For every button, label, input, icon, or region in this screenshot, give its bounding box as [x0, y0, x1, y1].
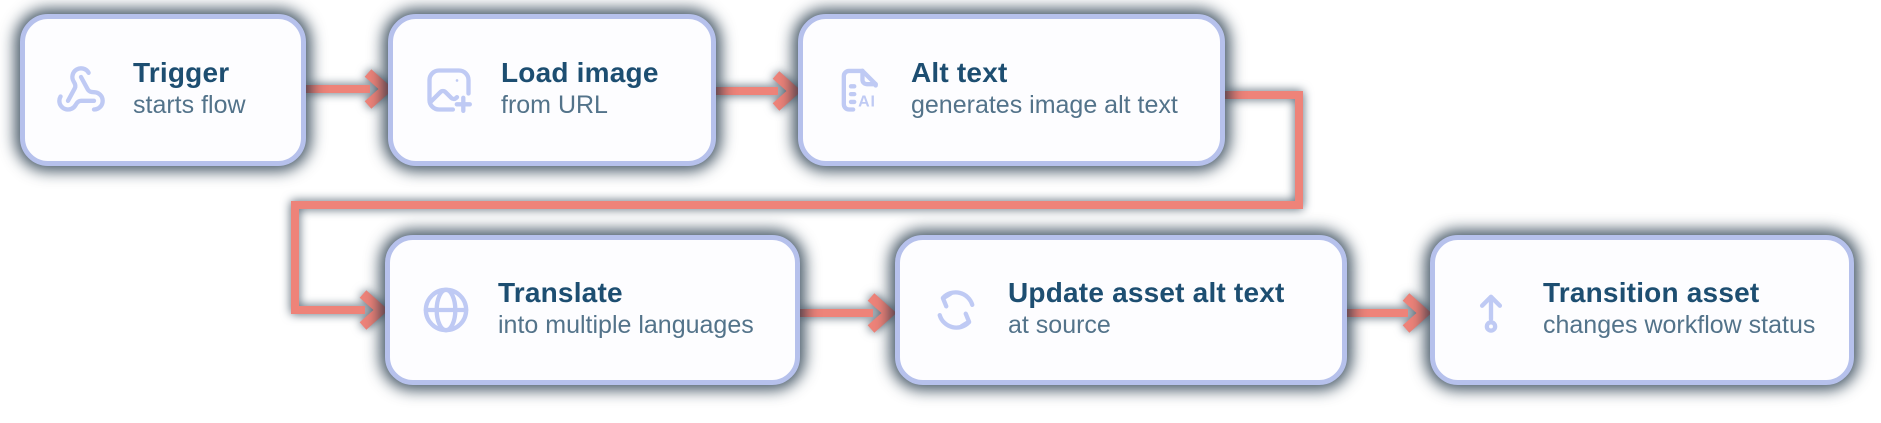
node-subtitle: from URL — [501, 90, 608, 119]
connector-alt-text-to-translate — [291, 91, 1303, 330]
node-transition-asset[interactable]: Transition asset changes workflow status — [1430, 235, 1854, 385]
connector-translate-to-update-asset — [800, 293, 897, 333]
node-subtitle: at source — [1008, 310, 1111, 339]
node-text: Alt text generates image alt text — [911, 56, 1178, 121]
connector-trigger-to-load-image — [306, 69, 394, 109]
connector-load-image-to-alt-text — [716, 71, 802, 111]
node-title: Translate — [498, 276, 623, 308]
node-text: Trigger starts flow — [133, 56, 246, 121]
globe-icon — [420, 284, 472, 336]
node-title: Alt text — [911, 56, 1008, 88]
node-subtitle: generates image alt text — [911, 90, 1178, 119]
node-title: Trigger — [133, 56, 230, 88]
node-title: Load image — [501, 56, 659, 88]
node-subtitle: changes workflow status — [1543, 310, 1816, 339]
connector-update-asset-to-transition-asset — [1347, 293, 1432, 333]
image-plus-icon — [423, 64, 475, 116]
transition-up-icon — [1465, 284, 1517, 336]
node-subtitle: into multiple languages — [498, 310, 754, 339]
node-trigger[interactable]: Trigger starts flow — [20, 14, 306, 166]
node-text: Update asset alt text at source — [1008, 276, 1285, 341]
node-load-image[interactable]: Load image from URL — [388, 14, 716, 166]
webhook-icon — [55, 64, 107, 116]
svg-text:AI: AI — [858, 92, 876, 110]
node-title: Update asset alt text — [1008, 276, 1285, 308]
node-update-asset[interactable]: Update asset alt text at source — [895, 235, 1347, 385]
node-text: Translate into multiple languages — [498, 276, 754, 341]
node-alt-text[interactable]: AI Alt text generates image alt text — [798, 14, 1225, 166]
node-translate[interactable]: Translate into multiple languages — [385, 235, 800, 385]
ai-document-icon: AI — [833, 64, 885, 116]
node-subtitle: starts flow — [133, 90, 246, 119]
node-text: Transition asset changes workflow status — [1543, 276, 1815, 341]
sync-icon — [930, 284, 982, 336]
node-text: Load image from URL — [501, 56, 659, 121]
node-title: Transition asset — [1543, 276, 1760, 308]
